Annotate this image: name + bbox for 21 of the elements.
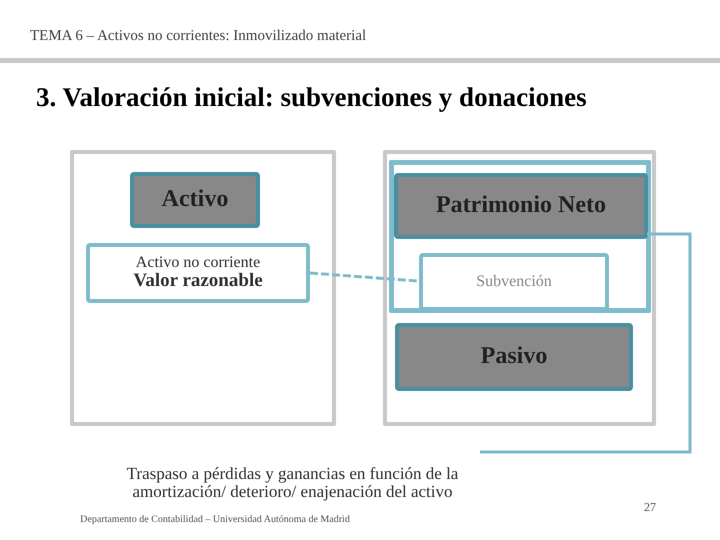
connector-line <box>310 272 418 282</box>
heading-box <box>394 173 648 239</box>
note-text: Traspaso a pérdidas y ganancias en función de la amortización/ deterioro/ enajenación del activo <box>126 465 460 501</box>
slide-title: 3. Valoración inicial: subvenciones y donaciones <box>36 82 588 112</box>
page-number: 27 <box>643 500 657 515</box>
box-label: Patrimonio Neto <box>436 193 606 219</box>
box-label: Activo <box>162 187 228 213</box>
box-label: Pasivo <box>480 344 548 370</box>
value-text: Valor razonable <box>133 271 263 292</box>
item-box <box>419 253 609 311</box>
connector-line <box>480 232 692 454</box>
heading-box <box>130 172 260 228</box>
item-box <box>86 243 310 303</box>
panel-box <box>383 150 656 426</box>
box-label: Subvención <box>476 274 552 290</box>
item-text: Activo no corriente <box>136 254 260 272</box>
footer-text: Departamento de Contabilidad – Universidad Autónoma de Madrid <box>79 514 351 525</box>
heading-box <box>395 323 633 391</box>
panel-box <box>70 150 336 426</box>
group-box <box>389 160 651 313</box>
header-text: TEMA 6 – Activos no corrientes: Inmovilizado material <box>30 28 368 45</box>
